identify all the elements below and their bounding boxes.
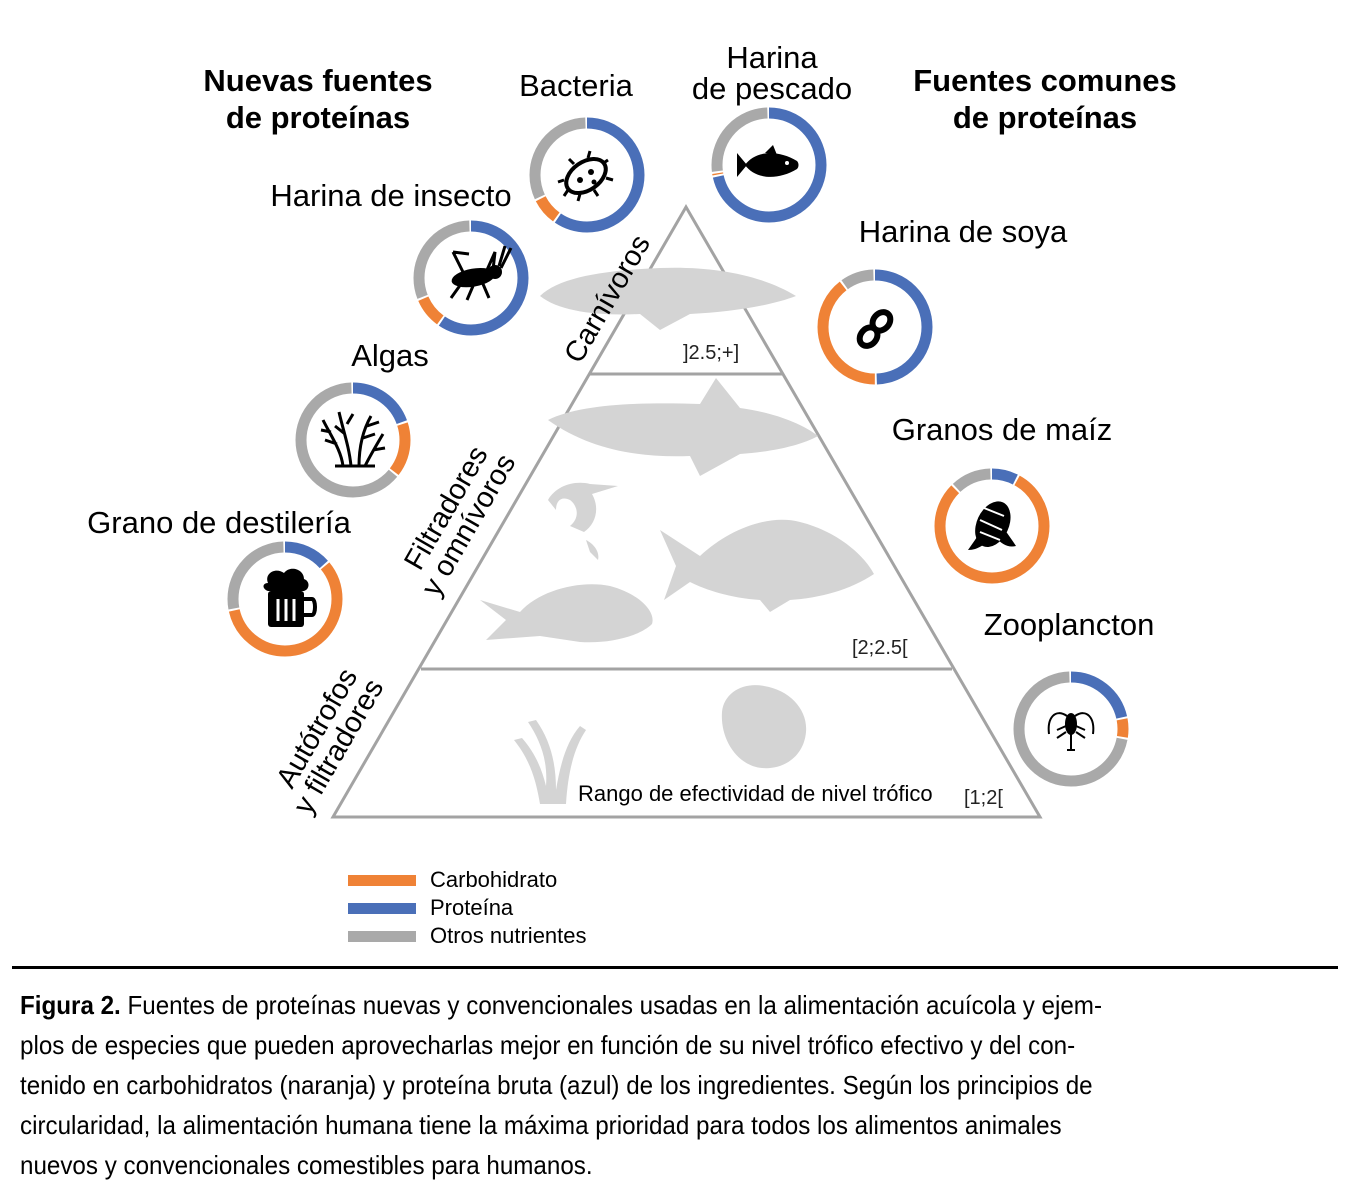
label-algae: Algas (351, 338, 429, 373)
ring-fishmeal-other-segment (711, 107, 827, 223)
ring-corn-carbohydrate-segment (934, 468, 1050, 584)
ring-corn (934, 468, 1050, 584)
ring-soy (817, 269, 933, 385)
new-sources-header: Nuevas fuentes de proteínas (196, 62, 440, 136)
ring-distillery-other-segment (227, 541, 343, 657)
carnivore-fish-silhouette (540, 267, 796, 330)
range-top-label: ]2.5;+] (683, 342, 739, 364)
ring-bacteria (529, 117, 645, 233)
ring-distillery (227, 541, 343, 657)
ring-fishmeal (711, 107, 827, 223)
carp-silhouette (660, 519, 874, 612)
pyramid-outline (330, 204, 1043, 819)
soybean-icon (856, 309, 894, 349)
label-soy: Harina de soya (858, 214, 1068, 249)
fish-icon (737, 145, 799, 177)
ring-zooplankton (1013, 671, 1129, 787)
oyster-silhouette (721, 685, 807, 769)
label-distillery: Grano de destilería (87, 505, 351, 540)
cricket-icon (449, 245, 513, 301)
ring-corn-protein-segment (934, 468, 1050, 584)
caption-line2: plos de especies que pueden aprovecharla… (20, 1030, 1076, 1060)
ring-fishmeal-protein-segment (711, 107, 827, 223)
ring-insect-other-segment (413, 220, 529, 336)
common-sources-header: Fuentes comunes de proteínas (900, 62, 1190, 136)
protein-sources-diagram: ]2.5;+] [2;2.5[ [1;2[ Rango de efectivid… (227, 107, 1129, 820)
legend-item-carbohydrate: Carbohidrato (348, 866, 587, 894)
shrimp-silhouette (548, 482, 618, 560)
ring-zooplankton-protein-segment (1013, 671, 1129, 787)
legend-label-protein: Proteína (430, 895, 514, 920)
legend-label-other: Otros nutrientes (430, 923, 587, 948)
tilapia-silhouette (480, 584, 653, 643)
caption-line3: tenido en carbohidratos (naranja) y prot… (20, 1070, 1093, 1100)
label-bacteria: Bacteria (519, 68, 633, 103)
ring-bacteria-other-segment (529, 117, 645, 233)
label-corn: Granos de maíz (891, 412, 1113, 447)
corn-icon (968, 501, 1016, 550)
ring-algae-other-segment (295, 382, 411, 498)
ring-insect (413, 220, 529, 336)
legend-item-other: Otros nutrientes (348, 922, 587, 950)
beer-mug-icon (263, 568, 317, 627)
legend-swatch-carbohydrate (348, 874, 416, 886)
species-silhouettes (480, 267, 874, 804)
bacteria-icon (557, 150, 614, 202)
legend: Carbohidrato Proteína Otros nutrientes (348, 866, 587, 950)
tier-middle-label: Filtradores y omnívoros (398, 441, 522, 602)
ring-bacteria-protein-segment (529, 117, 645, 233)
ring-distillery-carbohydrate-segment (227, 541, 343, 657)
ring-algae (295, 382, 411, 498)
label-fishmeal-line2: de pescado (691, 71, 853, 106)
range-bottom-label: [1;2[ (964, 787, 1003, 809)
new-sources-line1: Nuevas fuentes (203, 63, 433, 98)
ring-algae-carbohydrate-segment (295, 382, 411, 498)
label-fishmeal: Harina de pescado (672, 42, 872, 104)
common-sources-line2: de proteínas (952, 100, 1138, 135)
legend-swatch-other (348, 930, 416, 942)
ring-algae-protein-segment (295, 382, 411, 498)
caption-line1-text: Fuentes de proteínas nuevas y convencion… (127, 990, 1103, 1020)
caption-divider (12, 966, 1338, 969)
zooplankton-icon (1047, 712, 1095, 751)
label-zooplankton: Zooplancton (983, 607, 1155, 642)
caption-line1: Figura 2. Fuentes de proteínas nuevas y … (20, 985, 1322, 1025)
figure-caption: Figura 2. Fuentes de proteínas nuevas y … (20, 985, 1322, 1185)
ring-zooplankton-other-segment (1013, 671, 1129, 787)
ring-distillery-protein-segment (227, 541, 343, 657)
label-fishmeal-line1: Harina (726, 40, 818, 75)
new-sources-line2: de proteínas (225, 100, 411, 135)
ring-soy-carbohydrate-segment (817, 269, 933, 385)
caption-label: Figura 2. (20, 990, 121, 1020)
caption-line4: circularidad, la alimentación humana tie… (20, 1110, 1062, 1140)
ring-soy-protein-segment (817, 269, 933, 385)
tier-bottom-label: Autótrofos y filtradores (270, 663, 390, 820)
caption-line5: nuevos y convencionales comestibles para… (20, 1150, 593, 1180)
seaweed-icon (320, 411, 386, 468)
nutrient-rings (227, 107, 1129, 787)
legend-item-protein: Proteína (348, 894, 587, 922)
legend-label-carbohydrate: Carbohidrato (430, 867, 558, 892)
range-middle-label: [2;2.5[ (852, 637, 908, 659)
catfish-silhouette (548, 378, 818, 476)
ring-zooplankton-carbohydrate-segment (1013, 671, 1129, 787)
range-caption: Rango de efectividad de nivel trófico (578, 781, 933, 806)
legend-swatch-protein (348, 902, 416, 914)
ring-insect-protein-segment (413, 220, 529, 336)
label-insect: Harina de insecto (270, 178, 512, 213)
common-sources-line1: Fuentes comunes (913, 63, 1177, 98)
trophic-pyramid (330, 204, 1043, 819)
seaweed-silhouette (514, 720, 586, 804)
